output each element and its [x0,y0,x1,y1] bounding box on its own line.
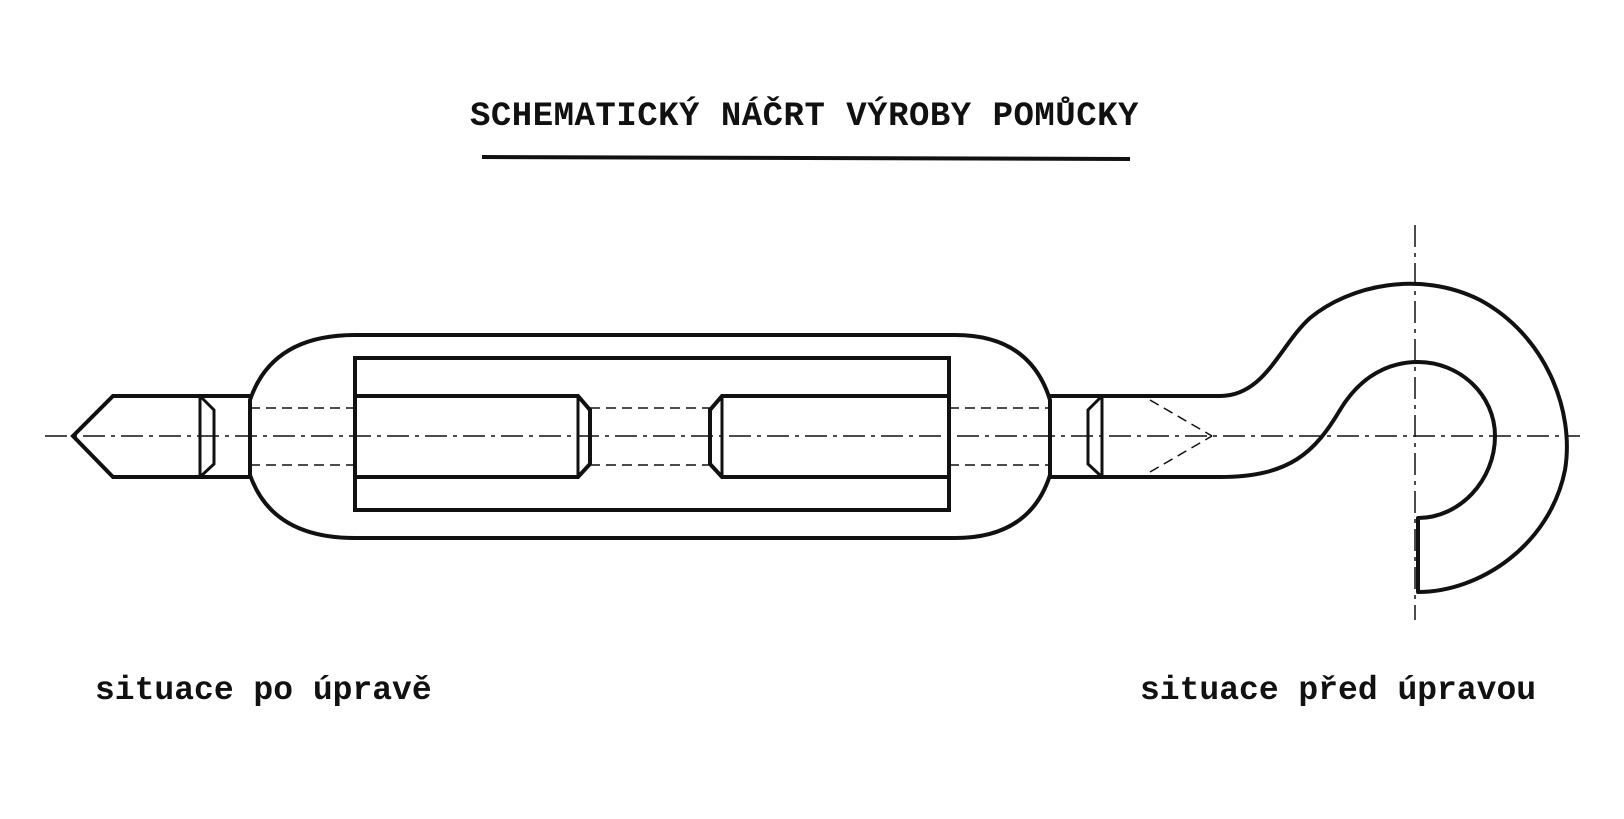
hidden-thread-lines [250,399,1213,473]
right-rod-chamfer [1086,394,1104,479]
left-inner-rod [355,394,592,479]
turnbuckle-body-outline [248,333,1052,540]
drawing-title: SCHEMATICKÝ NÁČRT VÝROBY POMŮCKY [470,98,1139,136]
title-underline [481,155,1131,161]
right-inner-rod [708,394,949,479]
caption-after-modification: situace po úpravě [95,672,432,709]
hook-outline [1050,281,1569,594]
caption-before-modification: situace před úpravou [1140,672,1537,709]
left-pointed-rod [70,394,250,479]
turnbuckle-window [353,356,951,512]
left-rod-chamfer [198,394,216,479]
